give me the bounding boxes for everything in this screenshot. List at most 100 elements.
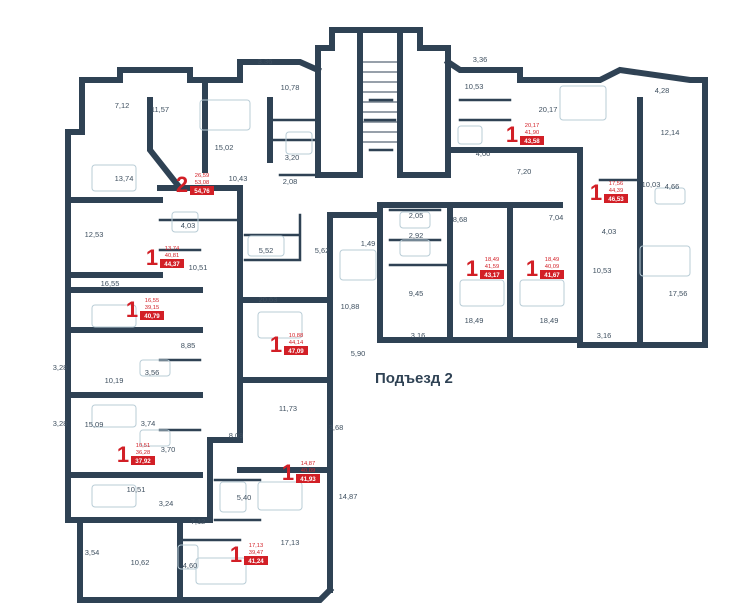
- apartment-room-count: 1: [282, 460, 294, 485]
- room-area-label: 3,16: [597, 331, 612, 340]
- room-area-label: 3,68: [329, 423, 344, 432]
- room-area-label: 3,36: [473, 55, 488, 64]
- room-area-label: 3,28: [53, 419, 68, 428]
- apartment-kitchen-area: 39,47: [249, 550, 264, 556]
- apartment-living-area: 26,59: [195, 173, 210, 179]
- room-area-label: 7,20: [517, 167, 532, 176]
- apartment-total-badge: [190, 186, 214, 195]
- apartment-kitchen-area: 44,14: [289, 340, 304, 346]
- room-area-label: 10,53: [593, 266, 612, 275]
- room-area-label: 10,19: [105, 376, 124, 385]
- room-area-label: 11,73: [279, 404, 297, 413]
- apartment-total-badge: [604, 194, 628, 203]
- apartment-living-area: 14,87: [301, 461, 316, 467]
- apartment-living-area: 10,88: [289, 333, 304, 339]
- room-area-label: 15,02: [215, 143, 234, 152]
- room-area-label: 3,36: [258, 57, 273, 66]
- apartment-kitchen-area: 41,59: [485, 264, 500, 270]
- apartment-room-count: 1: [526, 256, 538, 281]
- room-area-label: 3,20: [285, 153, 300, 162]
- room-area-label: 8,68: [453, 215, 468, 224]
- apartment-room-count: 1: [126, 297, 138, 322]
- apartment-total-badge: [160, 259, 184, 268]
- apartment-kitchen-area: 36,28: [136, 450, 151, 456]
- apartment-room-count: 1: [230, 542, 242, 567]
- room-area-label: 10,78: [281, 83, 300, 92]
- apartment-room-count: 1: [506, 122, 518, 147]
- room-area-label: 3,24: [159, 499, 174, 508]
- walls: [65, 27, 708, 603]
- apartment-room-count: 1: [146, 245, 158, 270]
- apartment-total-area: 46,53: [608, 196, 624, 203]
- apartment-total-area: 43,58: [524, 138, 540, 145]
- apartment-kitchen-area: 39,15: [145, 305, 160, 311]
- room-area-label: 5,52: [259, 246, 274, 255]
- room-area-label: 10,03: [642, 180, 661, 189]
- room-area-label: 3,74: [141, 419, 156, 428]
- apartment-living-area: 10,51: [136, 443, 151, 449]
- room-area-label: 4,03: [181, 221, 196, 230]
- apartment-total-badge: [480, 270, 504, 279]
- apartment-living-area: 18,49: [485, 257, 500, 263]
- apartment-total-area: 41,93: [300, 476, 316, 483]
- room-area-label: 13,74: [115, 174, 134, 183]
- room-area-label: 5,62: [315, 246, 330, 255]
- room-area-label: 11,57: [151, 105, 169, 114]
- room-area-label: 2,08: [283, 177, 298, 186]
- room-area-label: 12,14: [661, 128, 680, 137]
- apartment-room-count: 1: [117, 442, 129, 467]
- room-area-label: 7,12: [191, 517, 206, 526]
- apartment-total-area: 43,17: [484, 272, 500, 279]
- room-area-label: 3,28: [53, 363, 68, 372]
- room-area-label: 3,56: [145, 368, 160, 377]
- room-area-label: 10,62: [131, 558, 150, 567]
- apartment-total-area: 44,37: [164, 261, 180, 268]
- room-area-label: 5,90: [351, 349, 366, 358]
- apartment-living-area: 13,74: [165, 246, 180, 252]
- room-area-label: 3,16: [411, 331, 426, 340]
- apartment-kitchen-area: 40,09: [301, 468, 316, 474]
- apartment-kitchen-area: 40,09: [545, 264, 560, 270]
- room-area-label: 1,49: [361, 239, 376, 248]
- room-area-label: 14,87: [339, 492, 358, 501]
- apartment-total-area: 54,76: [194, 188, 210, 195]
- room-area-label: 17,56: [669, 289, 688, 298]
- apartment-total-badge: [131, 456, 155, 465]
- room-area-label: 18,49: [465, 316, 484, 325]
- room-area-label: 10,43: [229, 174, 248, 183]
- fixtures: [91, 85, 691, 585]
- apartment-total-badge: [540, 270, 564, 279]
- apartment-living-area: 18,49: [545, 257, 560, 263]
- apartment-total-area: 41,24: [248, 558, 264, 565]
- apartment-room-count: 2: [176, 172, 188, 197]
- room-area-label: 2,92: [409, 231, 424, 240]
- room-area-label: 15,09: [85, 420, 104, 429]
- room-area-label: 10,51: [189, 263, 208, 272]
- room-area-label: 10,53: [465, 82, 484, 91]
- room-area-label: 4,60: [183, 561, 198, 570]
- apartment-total-badge: [244, 556, 268, 565]
- apartment-kitchen-area: 40,81: [165, 253, 180, 259]
- room-area-label: 20,63: [259, 295, 278, 304]
- apartment-room-count: 1: [270, 332, 282, 357]
- apartment-kitchen-area: 53,08: [195, 180, 210, 186]
- apartment-total-area: 40,79: [144, 313, 160, 320]
- room-area-label: 18,49: [540, 316, 559, 325]
- apartment-total-badge: [140, 311, 164, 320]
- room-area-label: 3,54: [85, 548, 100, 557]
- room-area-label: 4,00: [476, 149, 491, 158]
- room-area-label: 9,45: [409, 289, 424, 298]
- room-area-label: 17,13: [281, 538, 300, 547]
- room-area-label: 10,88: [341, 302, 360, 311]
- room-area-label: 16,55: [101, 279, 120, 288]
